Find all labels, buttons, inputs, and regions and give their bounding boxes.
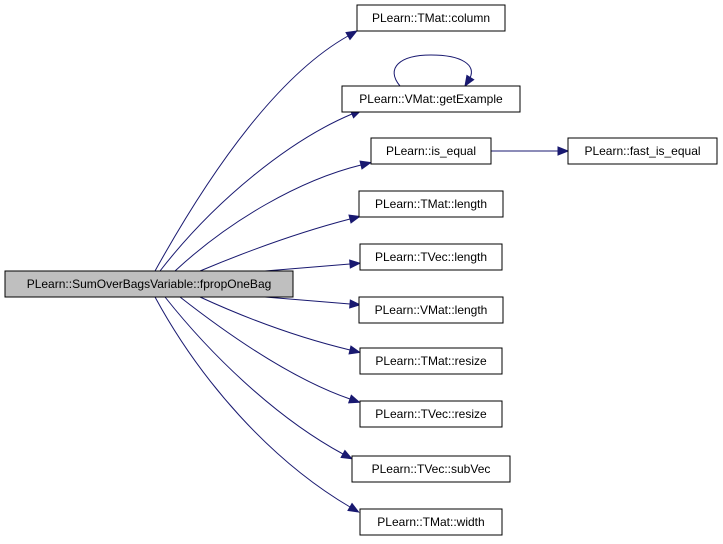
edge-root-to-tmat_width	[154, 296, 351, 508]
node-label: PLearn::TMat::length	[375, 197, 487, 211]
node-tvec-resize[interactable]: PLearn::TVec::resize	[359, 400, 503, 428]
node-label: PLearn::TMat::column	[372, 11, 490, 25]
arrowhead-root-to-tmat_column	[345, 30, 358, 41]
edge-root-to-tmat_length	[199, 218, 351, 272]
node-label: PLearn::TVec::resize	[375, 407, 487, 421]
node-box[interactable]	[567, 137, 718, 165]
node-label: PLearn::TVec::subVec	[372, 462, 491, 476]
node-box[interactable]	[358, 296, 504, 324]
node-box[interactable]	[4, 270, 294, 298]
node-box[interactable]	[351, 455, 511, 483]
call-nodes: PLearn::SumOverBagsVariable::fpropOneBag…	[4, 4, 718, 536]
edge-root-to-is_equal	[174, 164, 362, 272]
edge-root-to-tvec_resize	[179, 296, 351, 400]
edge-root-to-tmat_column	[154, 35, 349, 272]
edge-root-to-tvec_subvec	[164, 296, 344, 455]
arrowhead-root-to-tvec_resize	[347, 394, 361, 404]
arrowhead-root-to-tmat_width	[347, 502, 360, 513]
node-tvec-subvec[interactable]: PLearn::TVec::subVec	[351, 455, 511, 483]
node-fast-is-equal[interactable]: PLearn::fast_is_equal	[567, 137, 718, 165]
edge-root-to-vmat_length	[264, 296, 351, 305]
node-box[interactable]	[359, 400, 503, 428]
node-label: PLearn::fast_is_equal	[584, 144, 700, 158]
node-vmat-getexample[interactable]: PLearn::VMat::getExample	[341, 85, 521, 113]
node-label: PLearn::VMat::length	[375, 303, 488, 317]
arrowhead-root-to-tmat_length	[348, 214, 361, 224]
node-label: PLearn::TMat::resize	[375, 354, 487, 368]
node-tmat-length[interactable]: PLearn::TMat::length	[358, 190, 504, 218]
node-box[interactable]	[358, 190, 504, 218]
node-box[interactable]	[370, 137, 492, 165]
node-box[interactable]	[359, 243, 503, 271]
arrowhead-root-to-tmat_resize	[348, 345, 362, 355]
node-tmat-column[interactable]: PLearn::TMat::column	[356, 4, 506, 32]
node-is-equal[interactable]: PLearn::is_equal	[370, 137, 492, 165]
edge-self-loop-vmat_getexample	[393, 54, 472, 87]
node-label: PLearn::SumOverBagsVariable::fpropOneBag	[27, 277, 272, 291]
node-tmat-resize[interactable]: PLearn::TMat::resize	[359, 347, 503, 375]
node-label: PLearn::TMat::width	[377, 515, 484, 529]
arrowhead-self-loop-vmat_getexample	[464, 74, 475, 88]
node-box[interactable]	[356, 4, 506, 32]
node-tvec-length[interactable]: PLearn::TVec::length	[359, 243, 503, 271]
node-root[interactable]: PLearn::SumOverBagsVariable::fpropOneBag	[4, 270, 294, 298]
node-label: PLearn::is_equal	[386, 144, 476, 158]
node-box[interactable]	[341, 85, 521, 113]
node-tmat-width[interactable]: PLearn::TMat::width	[359, 508, 503, 536]
arrowhead-root-to-tvec_length	[349, 259, 362, 269]
call-edges	[154, 30, 570, 513]
arrowhead-is-equal-to-fast-is-equal	[557, 146, 570, 156]
node-vmat-length[interactable]: PLearn::VMat::length	[358, 296, 504, 324]
node-label: PLearn::VMat::getExample	[359, 92, 503, 106]
arrowhead-root-to-vmat_length	[349, 299, 362, 309]
node-box[interactable]	[359, 347, 503, 375]
arrowhead-root-to-is_equal	[359, 160, 373, 170]
edge-root-to-tmat_resize	[199, 296, 351, 351]
arrowhead-root-to-tvec_subvec	[340, 449, 353, 460]
node-box[interactable]	[359, 508, 503, 536]
edge-root-to-vmat_getexample	[159, 113, 353, 272]
node-label: PLearn::TVec::length	[375, 250, 487, 264]
edge-root-to-tvec_length	[264, 263, 351, 272]
